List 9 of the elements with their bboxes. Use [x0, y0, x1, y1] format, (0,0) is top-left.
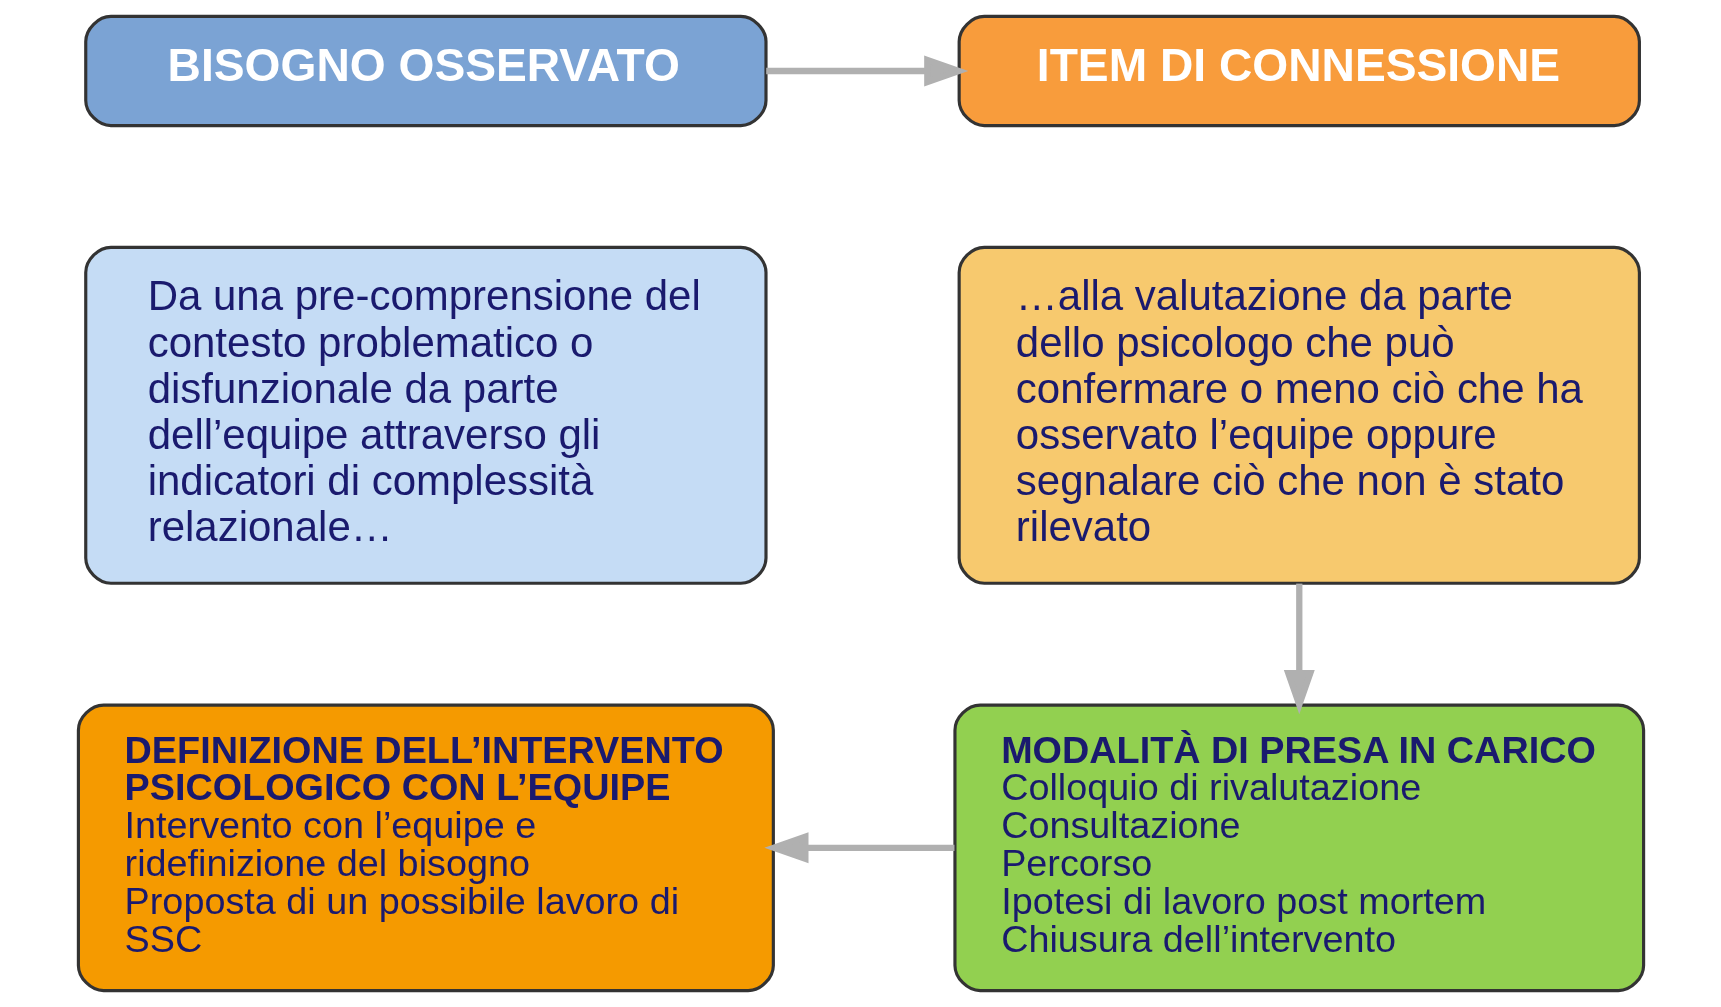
- arrow: [765, 55, 968, 87]
- arrow: [763, 832, 954, 864]
- node-box: …alla valutazione da parte dello psicologo che può confermare o meno ciò che ha osservato l’equipe oppure segnalare ciò che non è stato rilevato: [957, 245, 1641, 585]
- node-box: Da una pre-comprensione del contesto problematico o disfunzionale da parte dell’equipe attraverso gli indicatori di complessità relazionale…: [83, 245, 768, 585]
- node-box: BISOGNO OSSERVATO: [83, 14, 768, 128]
- node-box: MODALITÀ DI PRESA IN CARICO Colloquio di rivalutazione Consultazione Percorso Ipotesi di lavoro post mortem Chiusura dell’intervento: [952, 703, 1645, 993]
- node-box: ITEM DI CONNESSIONE: [957, 14, 1641, 128]
- node-box: DEFINIZIONE DELL’INTERVENTO PSICOLOGICO CON L’EQUIPE Intervento con l’equipe e ridefinizione del bisogno Proposta di un possibile lavoro di SSC: [76, 703, 775, 993]
- arrow: [1283, 583, 1315, 715]
